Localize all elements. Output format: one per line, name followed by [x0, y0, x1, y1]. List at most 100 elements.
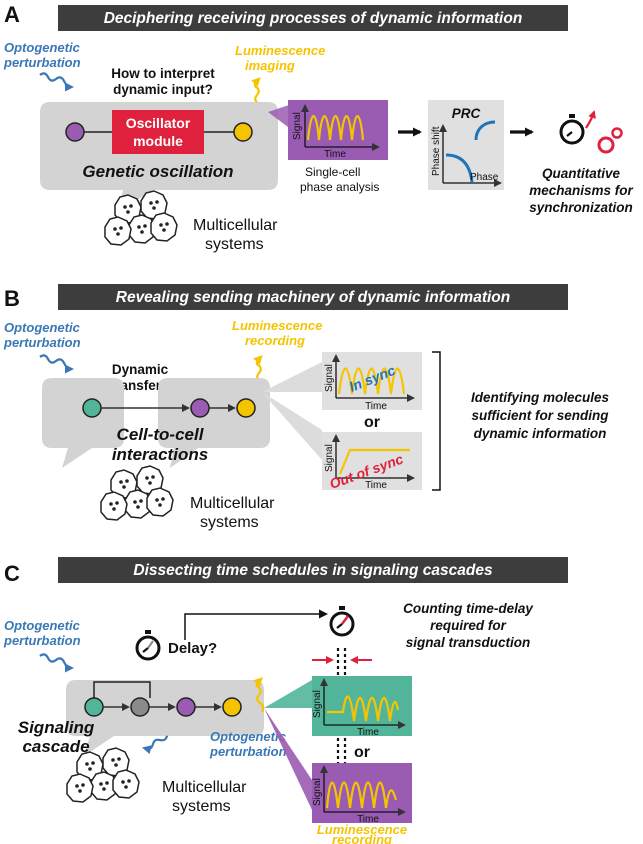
analysis-label-1: Single-cell: [305, 165, 360, 179]
opto-label-a-2: perturbation: [3, 55, 81, 70]
delayed-signal-plot: [312, 676, 412, 736]
cascade-node-1: [84, 697, 104, 717]
banner-b: [58, 284, 568, 310]
outcome-b-1: Identifying molecules: [471, 390, 610, 405]
region-label-b-1: Cell-to-cell: [117, 425, 205, 444]
multicell-label-b-2: systems: [200, 514, 259, 531]
banner-a: [58, 5, 568, 31]
analysis-label-2: phase analysis: [300, 180, 379, 194]
cell-cluster-icon: [101, 466, 173, 520]
module-label-1: Oscillator: [126, 115, 191, 131]
stopwatch-icon: [135, 628, 161, 661]
cascade-node-3: [176, 697, 196, 717]
wave-arrow-icon: [39, 72, 74, 92]
or-label-c: or: [354, 744, 370, 761]
lum-label-b-1: Luminescence: [232, 318, 322, 333]
outcome-a-1: Quantitative: [542, 166, 621, 181]
lum-label-c-2: recording: [332, 832, 392, 844]
plot-xlabel-c-2: Time: [357, 814, 379, 825]
outcome-b-3: dynamic information: [474, 426, 607, 441]
banner-c-text: Dissecting time schedules in signaling c…: [133, 562, 493, 579]
plot-ylabel-b-2: Signal: [324, 444, 335, 472]
module-label-2: module: [133, 133, 183, 149]
opto-label-c-2: perturbation: [3, 633, 81, 648]
stopwatch-icon: [559, 112, 585, 145]
region-label-c-2: cascade: [22, 737, 89, 756]
plot-ylabel-b-1: Signal: [324, 364, 335, 392]
question-b-2: transfer?: [111, 378, 170, 393]
lum-label-a-1: Luminescence: [235, 43, 325, 58]
lum-label-c-1: Luminescence: [317, 822, 407, 837]
region-label-b-2: interactions: [112, 445, 208, 464]
panel-b: B Revealing sending machinery of dynamic…: [3, 284, 610, 531]
bracket: [432, 351, 441, 491]
wave-arrow-icon: [39, 354, 74, 374]
genetic-oscillation-region: [40, 102, 278, 212]
cascade-node-2: [130, 697, 150, 717]
question-a-2: dynamic input?: [113, 82, 213, 97]
region-label-a: Genetic oscillation: [82, 162, 233, 181]
wave-arrow-icon: [39, 653, 74, 673]
region-label-c-1: Signaling: [18, 718, 95, 737]
delay-label: Delay?: [168, 640, 217, 657]
plot-xlabel-b-1: Time: [365, 401, 387, 412]
panel-letter-c: C: [4, 561, 20, 586]
multicell-label-c-2: systems: [172, 798, 231, 815]
panel-letter-b: B: [4, 286, 20, 311]
opto-label-c-1: Optogenetic: [4, 618, 81, 633]
plot-ylabel-a: Signal: [292, 112, 303, 140]
stopwatch-icon: [329, 604, 355, 637]
outcome-c-2: required for: [430, 618, 507, 633]
outcome-b-2: sufficient for sending: [471, 408, 609, 423]
multicell-label-a-2: systems: [205, 236, 264, 253]
outcome-a-2: mechanisms for: [529, 183, 633, 198]
banner-b-text: Revealing sending machinery of dynamic i…: [116, 289, 510, 306]
panel-c: C Dissecting time schedules in signaling…: [3, 557, 568, 844]
lum-label-a-2: imaging: [245, 58, 295, 73]
receiver-node: [190, 398, 210, 418]
signaling-cascade-region: [66, 680, 264, 756]
oscillator-module: [112, 110, 204, 154]
banner-c: [58, 557, 568, 583]
opto-label-c2-1: Optogenetic: [210, 729, 287, 744]
multicell-label-a-1: Multicellular: [193, 217, 278, 234]
prc-title: PRC: [452, 106, 481, 121]
outcome-a-3: synchronization: [529, 200, 633, 215]
prc-box: [428, 100, 504, 190]
prc-xlabel: Phase: [470, 172, 499, 183]
gear-icon: [597, 136, 615, 154]
multicell-label-c-1: Multicellular: [162, 779, 247, 796]
opto-label-c2-2: perturbation: [209, 744, 287, 759]
plot-xlabel-a: Time: [324, 149, 346, 160]
cascade-node-4: [222, 697, 242, 717]
opto-label-b-1: Optogenetic: [4, 320, 81, 335]
lum-label-b-2: recording: [245, 333, 305, 348]
banner-a-text: Deciphering receiving processes of dynam…: [104, 10, 523, 27]
reporter-node: [236, 398, 256, 418]
sender-node: [82, 398, 102, 418]
or-label-b: or: [364, 414, 380, 431]
sender-cell-region: [42, 378, 124, 468]
plot-ylabel-c-2: Signal: [312, 778, 323, 806]
opto-label-a-1: Optogenetic: [4, 40, 81, 55]
gear-icon: [611, 127, 623, 139]
plot-xlabel-b-2: Time: [365, 480, 387, 491]
outcome-c-3: signal transduction: [406, 635, 531, 650]
opto-label-b-2: perturbation: [3, 335, 81, 350]
panel-letter-a: A: [4, 2, 20, 27]
question-b-1: Dynamic: [112, 362, 169, 377]
outcome-c-1: Counting time-delay: [403, 601, 534, 616]
wave-arrow-icon: [141, 735, 169, 755]
plot-xlabel-c-1: Time: [357, 727, 379, 738]
panel-a: A Deciphering receiving processes of dyn…: [3, 2, 634, 253]
input-node: [65, 122, 85, 142]
multicell-label-b-1: Multicellular: [190, 495, 275, 512]
plot-ylabel-c-1: Signal: [312, 690, 323, 718]
cell-cluster-icon: [105, 191, 177, 245]
output-node: [233, 122, 253, 142]
cell-cluster-icon: [67, 748, 139, 802]
wave-arrow-icon: [253, 677, 265, 713]
question-a-1: How to interpret: [111, 66, 215, 81]
prc-ylabel: Phase shift: [431, 126, 442, 176]
